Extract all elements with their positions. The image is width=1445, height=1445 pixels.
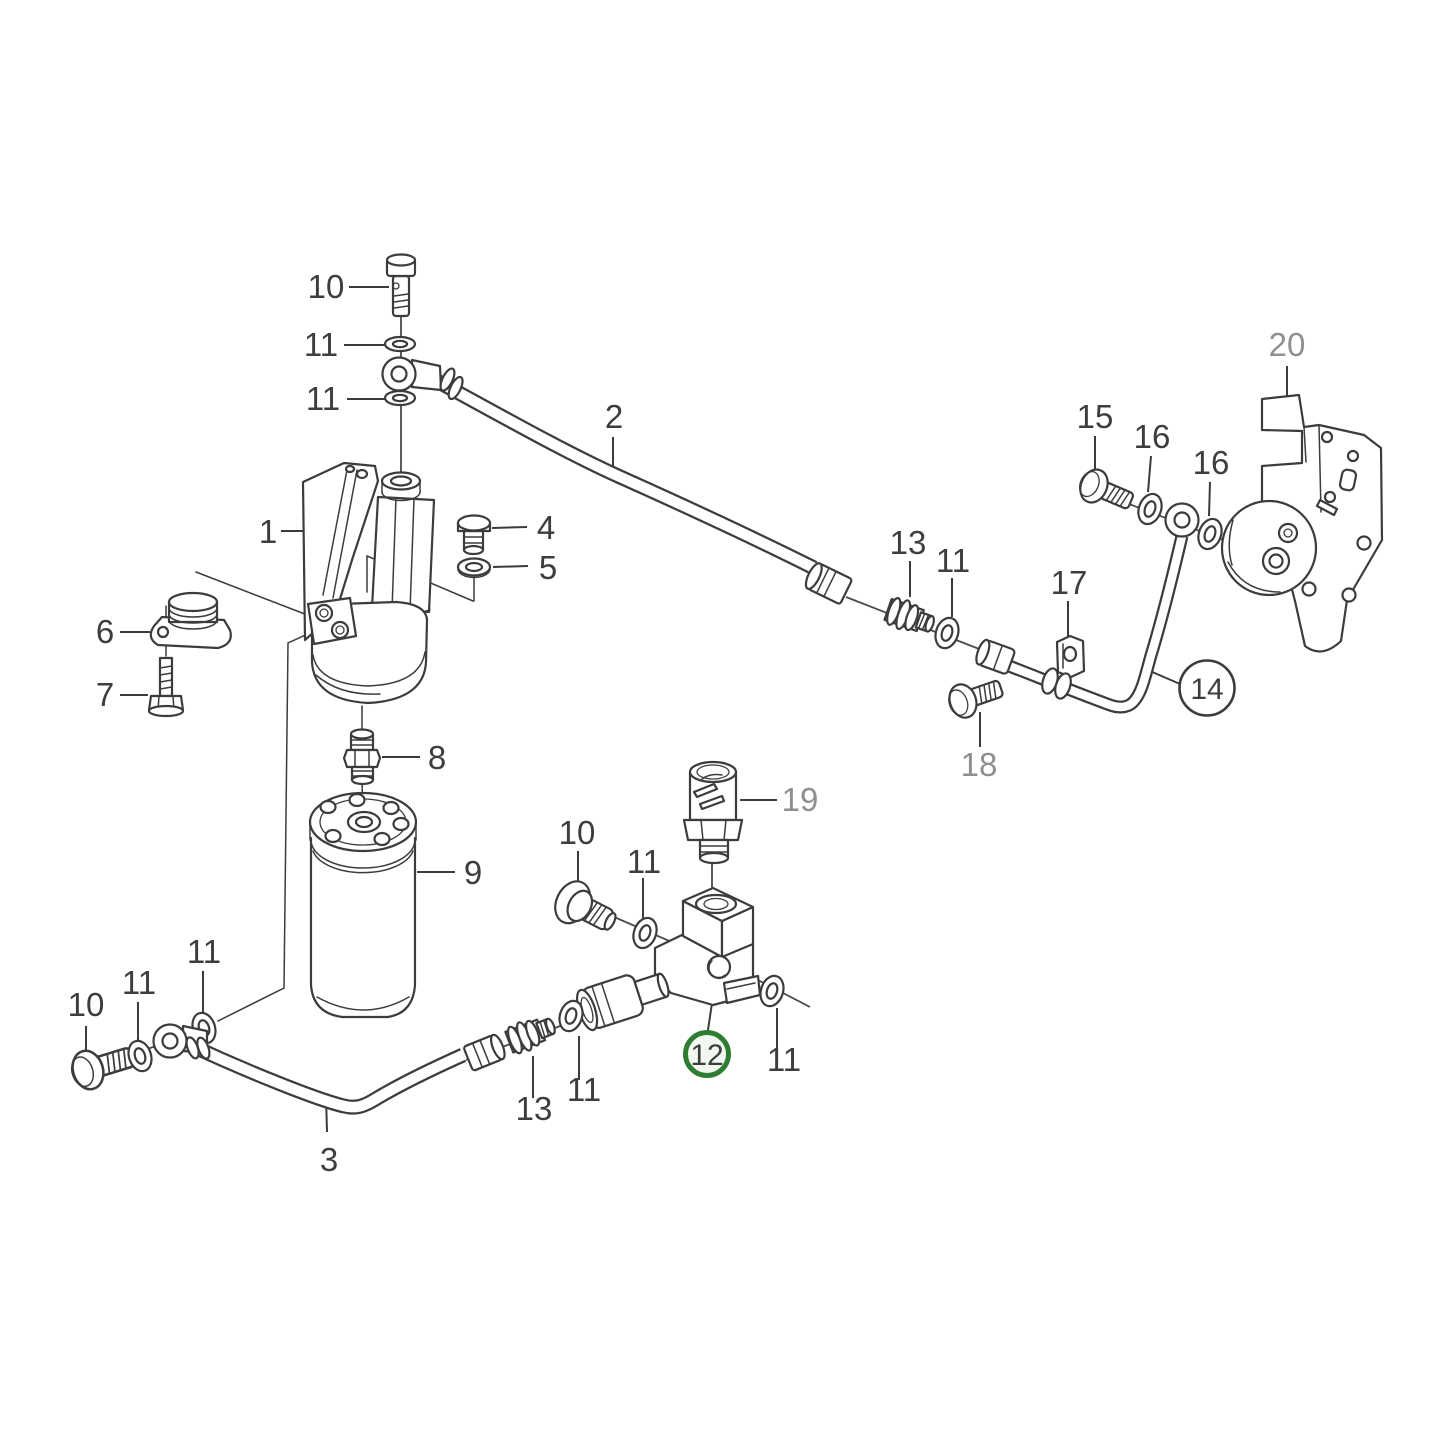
part-5-sealing-washer	[456, 557, 492, 579]
part-13-connector	[882, 594, 939, 641]
callout-10-mid[interactable]: 10	[559, 814, 596, 851]
callout-11-b[interactable]: 11	[306, 380, 340, 417]
part-3-banjo-union	[152, 1023, 211, 1060]
part-11-washer	[383, 389, 417, 407]
callout-11-e[interactable]: 11	[122, 964, 156, 1001]
part-1-filter-bracket	[301, 461, 436, 705]
part-11-washer	[383, 335, 417, 353]
hose-3-end-nut	[463, 1033, 506, 1072]
callout-11-f[interactable]: 11	[187, 933, 221, 970]
callout-19[interactable]: 19	[782, 781, 819, 818]
callout-3[interactable]: 3	[320, 1141, 338, 1178]
part-20-pump-housing	[1220, 393, 1384, 653]
part-12-connector-sleeve	[575, 972, 670, 1032]
pipe-14-sleeves	[1041, 667, 1072, 700]
callout-16-a[interactable]: 16	[1134, 418, 1171, 455]
part-10-banjo-bolt-top	[385, 253, 417, 318]
callout-4[interactable]: 4	[537, 509, 555, 546]
callout-11-mid[interactable]: 11	[936, 542, 970, 579]
part-11-washer	[755, 971, 789, 1011]
part-7-bolt	[147, 656, 185, 718]
callout-1[interactable]: 1	[259, 513, 277, 550]
hose-2-end-nut	[804, 562, 853, 605]
pipe-14-end-sleeve	[975, 638, 1016, 675]
part-9-filter-cartridge	[308, 791, 418, 1019]
callout-5[interactable]: 5	[539, 549, 557, 586]
part-13-connector	[502, 1010, 561, 1058]
callout-10-top[interactable]: 10	[308, 268, 345, 305]
callout-8[interactable]: 8	[428, 739, 446, 776]
callout-11-a[interactable]: 11	[304, 326, 338, 363]
callout-12-highlight-ring[interactable]	[683, 1030, 731, 1078]
callout-labels: 10 11 11 2 1 4 5 6 7 8 9 13 11 15 16 16 …	[68, 268, 1306, 1178]
part-17-clamp	[1055, 634, 1086, 679]
callout-6[interactable]: 6	[96, 613, 114, 650]
callout-7[interactable]: 7	[96, 676, 114, 713]
callout-11-d[interactable]: 11	[767, 1041, 801, 1078]
callout-14[interactable]: 14	[1190, 673, 1223, 706]
callout-11-g[interactable]: 11	[567, 1071, 601, 1108]
callout-15[interactable]: 15	[1077, 398, 1114, 435]
callout-9[interactable]: 9	[464, 854, 482, 891]
callout-13-mid[interactable]: 13	[890, 524, 927, 561]
callout-12-selected[interactable]: 12	[690, 1039, 723, 1072]
part-11-washer	[628, 913, 662, 953]
callout-20[interactable]: 20	[1269, 326, 1306, 363]
part-18-flange-bolt	[943, 670, 1008, 723]
callout-13-bottom[interactable]: 13	[516, 1090, 553, 1127]
callout-16-b[interactable]: 16	[1193, 444, 1230, 481]
part-11-washer	[930, 613, 964, 653]
callout-18[interactable]: 18	[961, 746, 998, 783]
part-19-sensor	[682, 760, 744, 865]
pipe-14-banjo	[1164, 502, 1200, 538]
callout-11-c[interactable]: 11	[627, 843, 661, 880]
callout-14-ring[interactable]	[1178, 659, 1236, 717]
part-16-washer	[1133, 489, 1167, 529]
part-10-banjo-bolt-mid	[554, 880, 617, 931]
hose-2	[433, 374, 818, 575]
part-12-valve-block	[653, 886, 762, 1007]
part-8-nipple	[342, 728, 382, 786]
part-2-banjo-union	[381, 356, 464, 401]
part-15-banjo-bolt	[1073, 463, 1139, 519]
callout-2[interactable]: 2	[605, 398, 623, 435]
hose-3	[184, 1037, 467, 1115]
part-10-banjo-bolt-bottom	[65, 1036, 139, 1095]
part-4-plug	[456, 514, 492, 556]
callout-17[interactable]: 17	[1051, 564, 1088, 601]
pipe-14	[1006, 534, 1189, 714]
callout-10-bottom[interactable]: 10	[68, 986, 105, 1023]
part-6-cap	[149, 591, 232, 650]
